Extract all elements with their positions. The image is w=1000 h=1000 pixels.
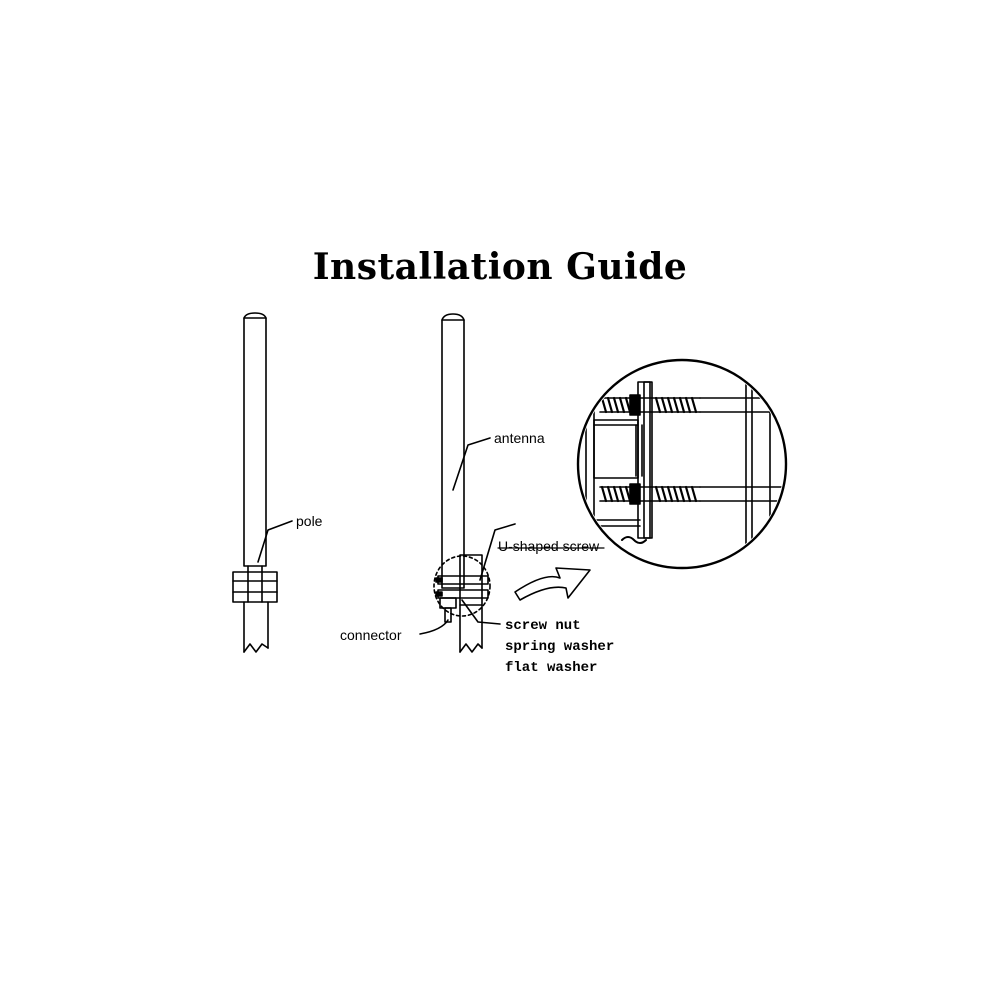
middle-assembly-figure — [420, 314, 515, 652]
detail-nut-lower — [630, 484, 640, 504]
detail-nut-upper — [630, 395, 640, 415]
antenna-label: antenna — [494, 430, 545, 446]
left-antenna-cap — [244, 313, 266, 318]
u-screw-leader — [480, 524, 515, 580]
detail-lower-threaded-rod — [600, 487, 790, 501]
page-title: Installation Guide — [312, 246, 688, 288]
detail-upper-threaded-rod — [600, 398, 790, 412]
u-shaped-screw-label: U-shaped screw — [498, 538, 600, 554]
left-antenna-body — [244, 318, 266, 566]
middle-antenna-body — [442, 320, 464, 588]
left-assembly-figure — [233, 313, 292, 652]
detail-zoom-circle — [578, 330, 790, 600]
left-clamp-block — [233, 572, 277, 602]
detail-highlight-circle — [433, 555, 491, 617]
antenna-leader — [453, 438, 490, 490]
hardware-label-line-1: screw nut — [505, 618, 581, 634]
pole-label: pole — [296, 513, 323, 529]
zoom-arrow — [515, 568, 590, 600]
hardware-leader — [462, 600, 500, 624]
middle-u-clamp-bottom — [438, 590, 488, 598]
middle-pole-break — [460, 644, 482, 652]
hardware-label-line-3: flat washer — [505, 660, 597, 676]
connector-pin — [445, 608, 451, 622]
connector-leader — [420, 620, 448, 634]
pole-leader — [258, 521, 292, 562]
connector-label: connector — [340, 627, 402, 643]
left-pole-break — [244, 644, 268, 652]
middle-antenna-cap — [442, 314, 464, 320]
hardware-label-line-2: spring washer — [505, 639, 614, 655]
middle-pole-upper — [460, 555, 482, 605]
